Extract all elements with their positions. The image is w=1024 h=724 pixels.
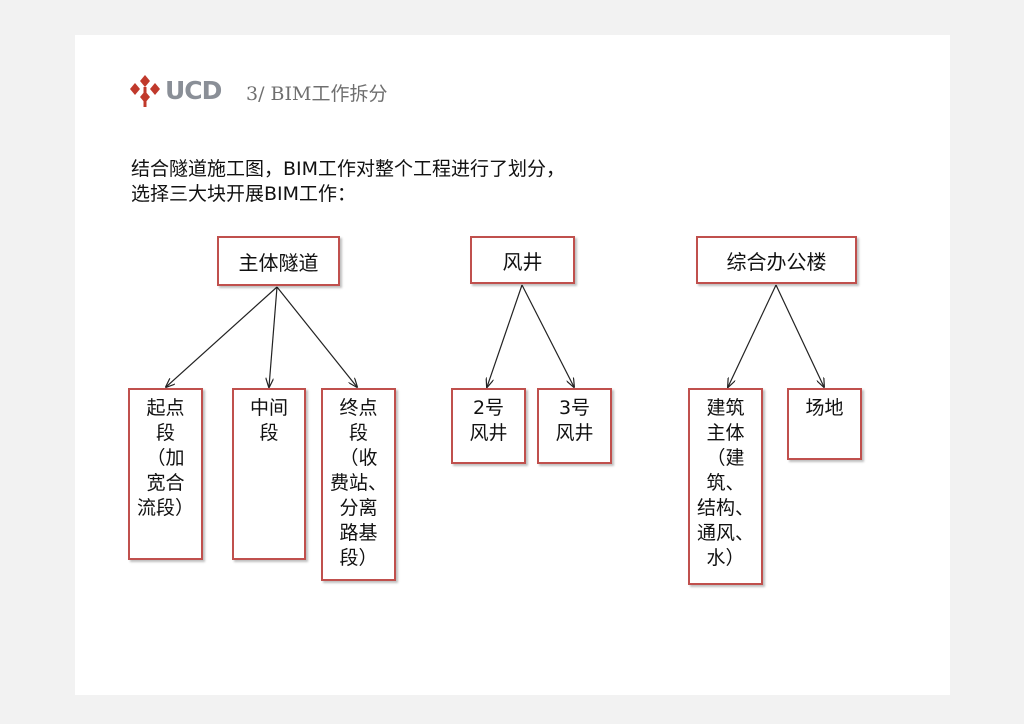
node-line: 段	[348, 422, 368, 444]
node-middle-section: 中间 段	[232, 388, 306, 560]
intro-line-1: 结合隧道施工图，BIM工作对整个工程进行了划分，	[131, 158, 566, 180]
node-line: （收	[339, 447, 378, 469]
node-line: 2号	[472, 397, 505, 419]
logo-text: UCD	[165, 76, 222, 105]
edge-main-to-middle	[269, 286, 278, 387]
node-site: 场地	[787, 388, 862, 460]
node-line: 路基	[339, 522, 378, 544]
node-line: 流段）	[136, 497, 194, 519]
node-line: 场地	[805, 397, 844, 419]
node-line: 段）	[339, 547, 378, 569]
node-shaft-3: 3号 风井	[537, 388, 612, 464]
node-line: 风井	[555, 422, 594, 444]
edge-office-to-site	[775, 284, 824, 387]
node-line: 主体	[706, 422, 745, 444]
node-shaft: 风井	[470, 236, 575, 284]
intro-paragraph: 结合隧道施工图，BIM工作对整个工程进行了划分， 选择三大块开展BIM工作：	[131, 157, 691, 207]
node-line: 段	[259, 422, 279, 444]
node-start-section: 起点 段 （加 宽合 流段）	[128, 388, 203, 560]
slide-background	[75, 35, 950, 695]
node-line: （加	[146, 447, 185, 469]
node-office-building: 综合办公楼	[696, 236, 857, 284]
node-line: 起点	[146, 397, 185, 419]
node-line: （建	[706, 447, 745, 469]
ucd-logo-icon	[130, 75, 160, 107]
node-line: 结构、	[696, 497, 754, 519]
node-line: 筑、	[706, 472, 745, 494]
node-end-section: 终点 段 （收 费站、 分离 路基 段）	[321, 388, 396, 581]
node-line: 分离	[339, 497, 378, 519]
node-line: 3号	[558, 397, 591, 419]
node-main-tunnel: 主体隧道	[217, 236, 340, 286]
node-line: 段	[155, 422, 175, 444]
edge-shaft-to-2	[487, 284, 523, 387]
node-line: 费站、	[329, 472, 387, 494]
node-shaft-2: 2号 风井	[451, 388, 526, 464]
node-line: 通风、	[696, 522, 754, 544]
node-building-main: 建筑 主体 （建 筑、 结构、 通风、 水）	[688, 388, 763, 585]
intro-line-2: 选择三大块开展BIM工作：	[131, 183, 357, 205]
node-line: 建筑	[706, 397, 745, 419]
edge-main-to-start	[166, 286, 278, 387]
edge-main-to-end	[276, 286, 357, 387]
section-title: 3/ BIM工作拆分	[246, 83, 388, 105]
edge-office-to-building	[728, 284, 777, 387]
node-line: 终点	[339, 397, 378, 419]
node-line: 风井	[469, 422, 508, 444]
node-line: 中间	[249, 397, 288, 419]
node-line: 宽合	[146, 472, 185, 494]
edge-shaft-to-3	[521, 284, 574, 387]
node-line: 水）	[706, 547, 745, 569]
